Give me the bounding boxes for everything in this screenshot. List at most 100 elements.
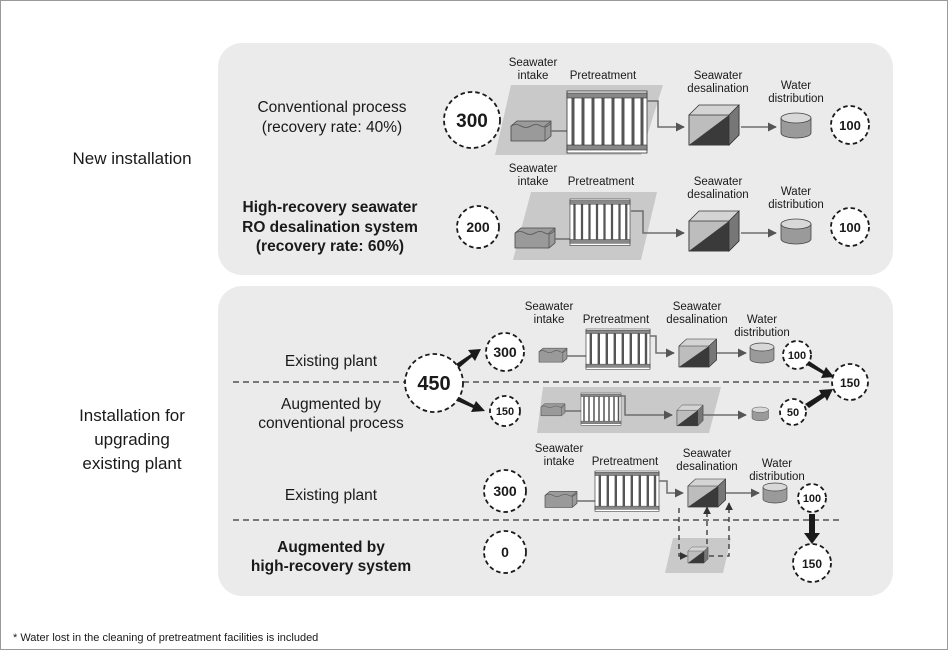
conv-intake-label-2: intake xyxy=(518,70,549,82)
conv-desal-label-1: Seawater xyxy=(694,70,743,82)
conv-dist-label-2: distribution xyxy=(768,93,824,105)
c-pretreatment-label: Pretreatment xyxy=(583,314,650,326)
c-intake-label-1: Seawater xyxy=(525,301,574,313)
conv-dist-label-1: Water xyxy=(781,80,811,92)
d-intake-icon xyxy=(544,491,578,508)
c-sum-circle xyxy=(831,363,869,401)
d-pretreatment-label: Pretreatment xyxy=(592,456,659,468)
c-existing-intake-icon xyxy=(538,347,568,363)
c-augmented-label-line1: Augmented by xyxy=(281,396,381,413)
c-dist-label-1: Water xyxy=(747,314,777,326)
d-augmented-label-line1: Augmented by xyxy=(277,539,385,556)
c-existing-pipe-2 xyxy=(650,335,675,358)
c-arrow-to-existing xyxy=(456,349,481,368)
hr-pretreatment-label: Pretreatment xyxy=(568,176,635,188)
d-augmented-input-value: 0 xyxy=(501,544,509,560)
d-existing-output-value: 100 xyxy=(803,493,821,505)
c-aug-intake-icon xyxy=(540,403,566,417)
c-augmented-label-line2: conventional process xyxy=(258,415,404,432)
c-dist-label-2: distribution xyxy=(734,327,790,339)
d-augmented-label-line2: high-recovery system xyxy=(251,558,411,575)
hr-intake-label-2: intake xyxy=(518,176,549,188)
d-brine-to-aug-line xyxy=(678,508,688,560)
d-existing-plant-label: Existing plant xyxy=(285,487,378,504)
c-aug-distribution-icon xyxy=(751,406,769,421)
hr-distribution-icon xyxy=(780,218,812,245)
d-aug-return-line xyxy=(709,502,733,557)
high-recovery-input-circle xyxy=(456,205,500,249)
c-existing-plant-label: Existing plant xyxy=(285,353,378,370)
d-sum-circle xyxy=(792,543,832,583)
d-intake-label-1: Seawater xyxy=(535,443,584,455)
conv-ro-module-icon xyxy=(688,104,740,146)
conventional-label-line1: Conventional process xyxy=(257,99,406,116)
c-aug-ro-icon xyxy=(676,404,704,427)
conv-distribution-icon xyxy=(780,112,812,139)
hr-desal-label-1: Seawater xyxy=(694,176,743,188)
hr-dist-label-2: distribution xyxy=(768,199,824,211)
upgrading-label-line3: existing plant xyxy=(82,454,182,473)
c-augmented-input-value: 150 xyxy=(496,406,514,418)
c-existing-ro-icon xyxy=(678,338,717,368)
c-desal-label-1: Seawater xyxy=(673,301,722,313)
conv-pretreatment-label: Pretreatment xyxy=(570,70,637,82)
d-dist-label-2: distribution xyxy=(749,471,805,483)
hr-ro-module-icon xyxy=(688,210,740,252)
conventional-label-line2: (recovery rate: 40%) xyxy=(262,119,402,136)
c-arrow-to-augmented xyxy=(457,397,485,412)
c-existing-input-value: 300 xyxy=(493,344,517,360)
upgrading-label-line2: upgrading xyxy=(94,430,170,449)
upgrading-panel xyxy=(218,286,893,596)
c-augmented-output-value: 50 xyxy=(787,407,799,419)
conventional-input-value: 300 xyxy=(456,111,488,132)
c-augmented-input-circle xyxy=(489,395,521,427)
d-pipe-2 xyxy=(659,480,684,498)
conventional-input-circle xyxy=(443,91,501,149)
high-recovery-output-circle xyxy=(830,207,870,247)
d-existing-output-circle xyxy=(797,483,827,513)
d-ro-module-icon xyxy=(687,478,726,508)
d-existing-input-value: 300 xyxy=(493,483,517,499)
footnote: * Water lost in the cleaning of pretreat… xyxy=(13,632,318,644)
high-recovery-output-value: 100 xyxy=(839,220,861,235)
c-aug-pretreatment-icon xyxy=(580,392,622,427)
conv-intake-label-1: Seawater xyxy=(509,57,558,69)
hr-intake-tank-icon xyxy=(514,227,556,249)
new-installation-label: New installation xyxy=(72,149,191,168)
c-existing-output-value: 100 xyxy=(788,350,806,362)
high-recovery-label-line2: RO desalination system xyxy=(242,219,418,236)
c-total-circle xyxy=(404,353,464,413)
d-distribution-icon xyxy=(762,482,788,504)
c-sum-value: 150 xyxy=(840,376,860,390)
upgrading-label-line1: Installation for xyxy=(79,406,185,425)
high-recovery-input-value: 200 xyxy=(466,219,490,235)
conventional-output-value: 100 xyxy=(839,118,861,133)
high-recovery-label-line3: (recovery rate: 60%) xyxy=(256,238,404,255)
c-existing-pretreatment-icon xyxy=(584,327,652,371)
c-total-value: 450 xyxy=(417,373,450,395)
conv-desal-label-2: desalination xyxy=(687,83,748,95)
conv-intake-tank-icon xyxy=(510,120,552,142)
hr-desal-label-2: desalination xyxy=(687,189,748,201)
d-augmented-input-circle xyxy=(483,530,527,574)
c-augmented-output-circle xyxy=(779,398,807,426)
d-desal-label-2: desalination xyxy=(676,461,737,473)
c-arrow-existing-to-sum xyxy=(807,361,834,378)
c-existing-input-circle xyxy=(485,332,525,372)
c-aug-pipe-2 xyxy=(621,395,673,420)
d-arrow-to-sum xyxy=(804,514,820,544)
high-recovery-label-line1: High-recovery seawater xyxy=(243,199,418,216)
conventional-output-circle xyxy=(830,105,870,145)
d-pretreatment-icon xyxy=(593,469,661,513)
hr-pipe-2 xyxy=(631,210,685,238)
d-desal-label-1: Seawater xyxy=(683,448,732,460)
c-desal-label-2: desalination xyxy=(666,314,727,326)
c-intake-label-2: intake xyxy=(534,314,565,326)
c-existing-distribution-icon xyxy=(749,342,775,364)
conv-pretreatment-icon xyxy=(565,89,649,155)
c-arrow-augmented-to-sum xyxy=(805,389,833,408)
hr-dist-label-1: Water xyxy=(781,186,811,198)
hr-pretreatment-icon xyxy=(568,197,632,247)
